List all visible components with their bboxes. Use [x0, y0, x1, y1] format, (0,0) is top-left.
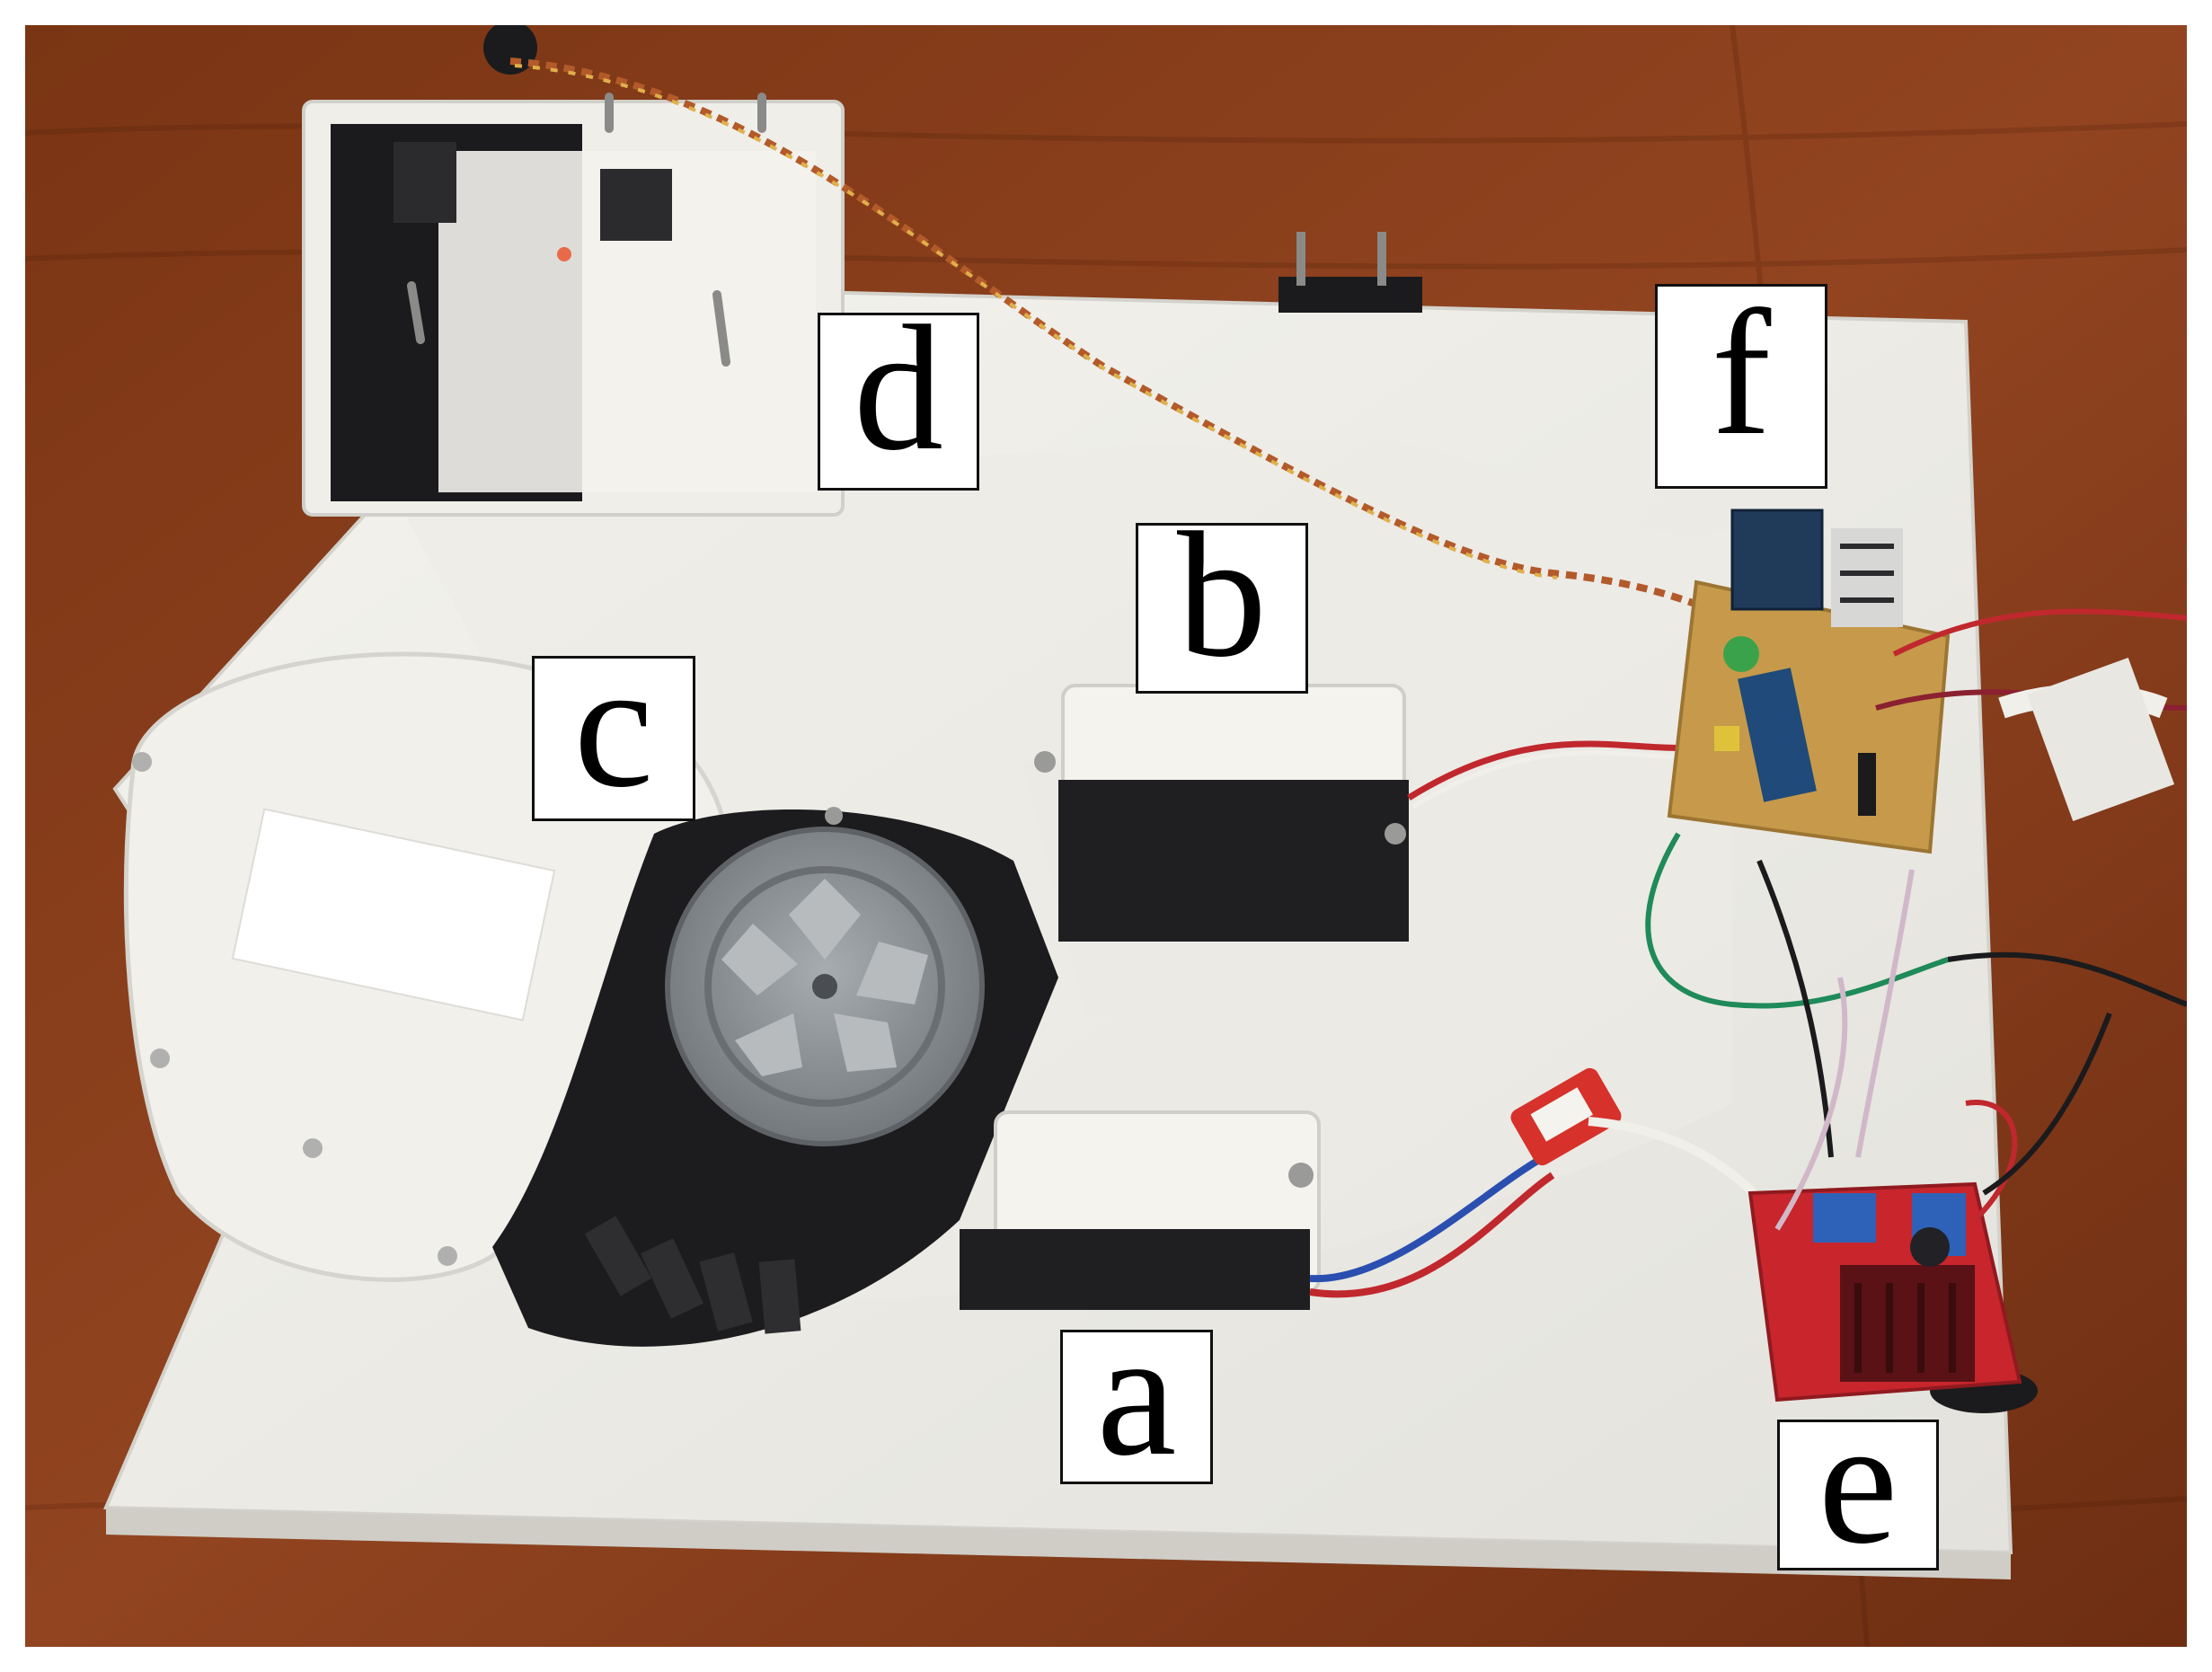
red-clip — [1510, 1067, 1622, 1166]
signal-wire — [509, 58, 1734, 622]
label-b: b — [1136, 506, 1308, 694]
motor-assembly — [492, 807, 1058, 1347]
component-a-motor — [960, 1110, 1321, 1310]
component-b-motor — [1022, 684, 1463, 1049]
component-e-driver — [1747, 1181, 2038, 1413]
component-d-container — [302, 25, 845, 517]
header-post — [1279, 232, 1422, 313]
label-e: e — [1777, 1393, 1939, 1572]
label-d: d — [818, 299, 979, 491]
label-a: a — [1060, 1305, 1213, 1484]
label-f: f — [1655, 284, 1827, 489]
label-c: c — [532, 636, 695, 821]
component-f-pcb — [1667, 509, 1951, 854]
